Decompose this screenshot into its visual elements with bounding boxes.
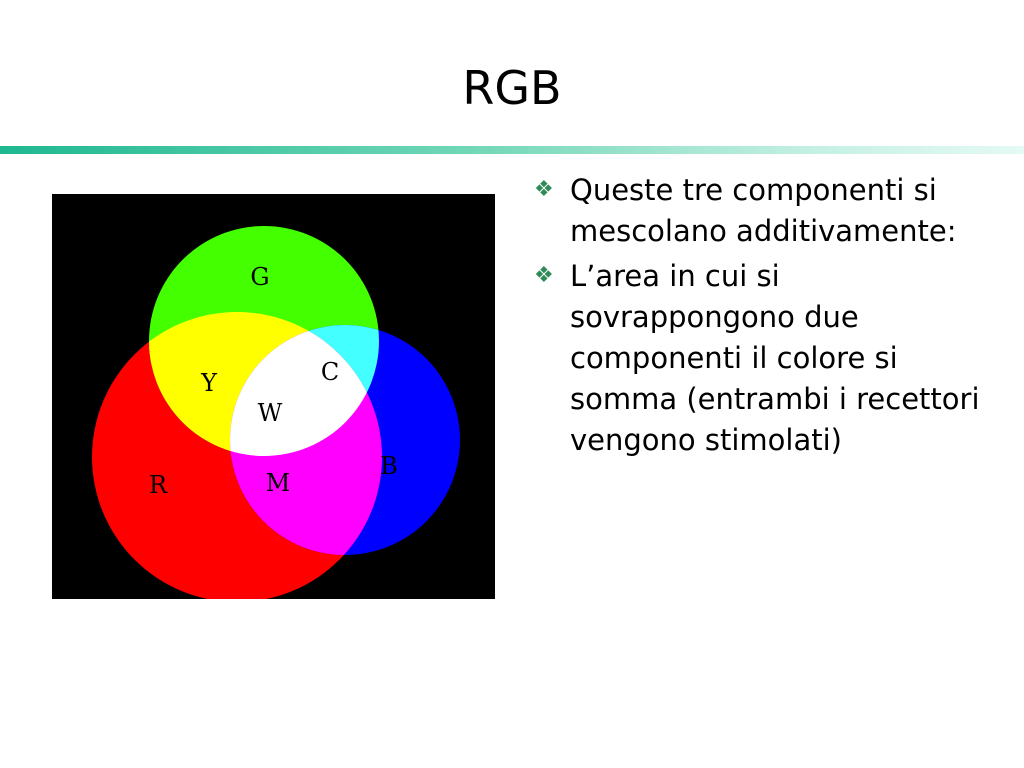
rgb-venn-diagram: G Y C W R M B — [52, 194, 495, 599]
diamond-bullet-icon: ❖ — [534, 177, 554, 202]
label-w: W — [258, 399, 283, 427]
bullet-item: ❖ L’area in cui si sovrappongono due com… — [532, 256, 1002, 461]
diamond-bullet-icon: ❖ — [534, 263, 554, 288]
rgb-venn-svg: G Y C W R M B — [52, 194, 495, 599]
title-divider — [0, 146, 1024, 154]
label-m: M — [266, 469, 291, 497]
label-g: G — [250, 263, 269, 291]
label-y: Y — [200, 369, 218, 397]
slide-title: RGB — [462, 61, 562, 115]
bullet-item: ❖ Queste tre componenti si mescolano add… — [532, 170, 1002, 252]
bullet-text: L’area in cui si sovrappongono due compo… — [570, 259, 980, 457]
label-c: C — [321, 358, 339, 386]
bullet-list: ❖ Queste tre componenti si mescolano add… — [532, 170, 1002, 465]
label-b: B — [380, 452, 398, 480]
label-r: R — [149, 471, 168, 499]
bullet-text: Queste tre componenti si mescolano addit… — [570, 173, 957, 248]
